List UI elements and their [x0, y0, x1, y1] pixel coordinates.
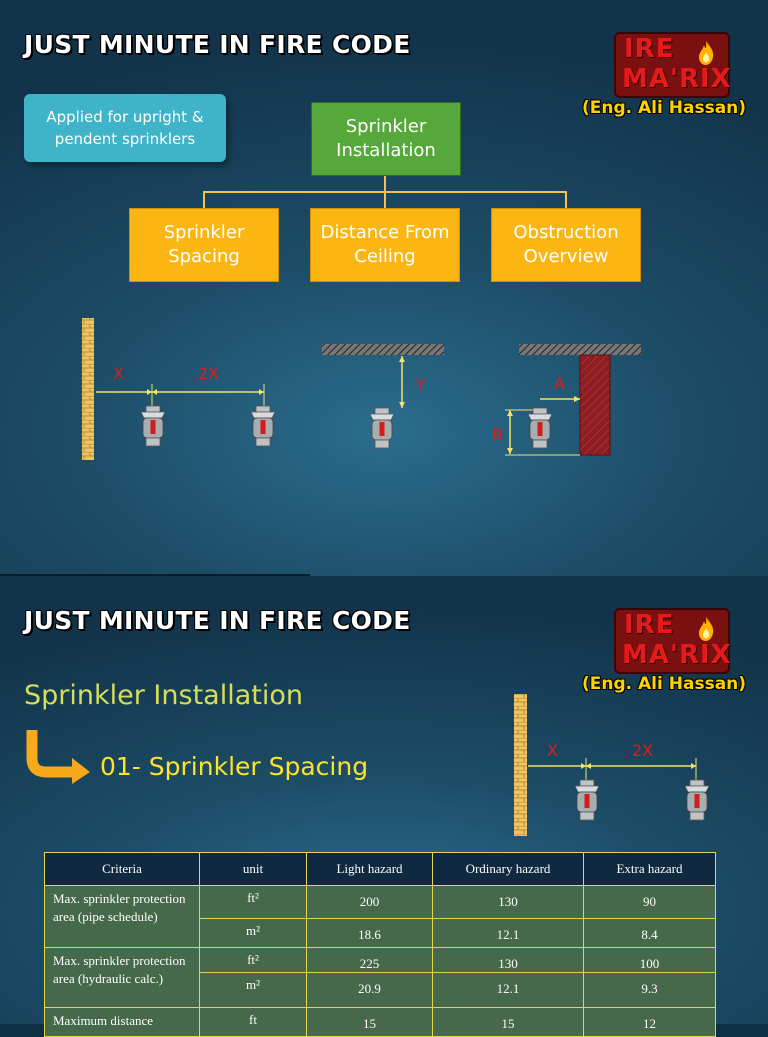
sprinkler-head-icon: [684, 779, 710, 821]
slide-title: Just Minute in Fire Code: [24, 606, 411, 635]
value-cell: 15: [306, 1007, 433, 1037]
dim-x-label: X: [113, 364, 124, 383]
note-text: Applied for upright & pendent sprinklers: [46, 108, 204, 148]
header-cell: unit: [199, 852, 307, 886]
ceiling-icon: [322, 344, 444, 355]
tree-connector-right: [565, 191, 567, 209]
value-cell: 15: [432, 1007, 584, 1037]
sprinkler-head-icon: [369, 407, 395, 449]
wall-icon: [514, 694, 527, 836]
installation-diagrams: X 2X Y A B: [82, 318, 641, 460]
criteria-cell: Max. sprinkler protection area (hydrauli…: [44, 947, 200, 1008]
curved-arrow-icon: [26, 730, 90, 784]
obstruction-overview-box: Obstruction Overview: [491, 208, 641, 282]
sprinkler-head-icon: [574, 779, 600, 821]
dim-2x-label: 2X: [632, 741, 653, 760]
tree-connector-vertical: [384, 174, 386, 192]
unit-cell: ft: [199, 1007, 307, 1037]
sprinkler-head-icon: [250, 405, 276, 447]
value-cell: 12.1: [432, 972, 584, 1008]
child-box-label: Sprinkler Spacing: [163, 222, 245, 267]
logo-line-1: IRE: [624, 34, 675, 64]
slide-1: Just Minute in Fire Code IRE MA'RIX (Eng…: [0, 0, 768, 576]
header-cell: Criteria: [44, 852, 200, 886]
value-cell: 12.1: [432, 918, 584, 948]
slide-separator: [0, 574, 310, 577]
author-name: (Eng. Ali Hassan): [582, 98, 747, 118]
subsection-heading: 01- Sprinkler Spacing: [100, 752, 369, 781]
flame-icon: [699, 41, 714, 65]
value-cell: 8.4: [583, 918, 716, 948]
value-cell: 100: [583, 947, 716, 973]
root-box-label: Sprinkler Installation: [336, 116, 436, 161]
logo-line-2: MA'RIX: [622, 64, 732, 94]
wall-icon: [82, 318, 94, 460]
value-cell: 225: [306, 947, 433, 973]
spacing-criteria-table: Criteria unit Light hazard Ordinary haza…: [44, 852, 716, 1037]
table-row: m² 18.6 12.1 8.4: [45, 918, 716, 948]
distance-from-ceiling-box: Distance From Ceiling: [310, 208, 460, 282]
section-heading: Sprinkler Installation: [24, 680, 303, 711]
table-row: m² 20.9 12.1 9.3: [45, 972, 716, 1008]
fire-matrix-logo: IRE MA'RIX: [614, 608, 732, 674]
value-cell: 90: [583, 885, 716, 919]
table-row: Maximum distance ft 15 15 12: [44, 1007, 716, 1037]
child-box-label: Obstruction Overview: [513, 222, 619, 267]
tree-connector-mid: [384, 191, 386, 209]
header-cell: Extra hazard: [583, 852, 716, 886]
unit-cell: ft²: [199, 947, 307, 973]
dim-x-label: X: [547, 741, 558, 760]
flame-icon: [699, 617, 714, 641]
obstruction-beam-icon: [579, 354, 611, 456]
table-row: Max. sprinkler protection area (pipe sch…: [44, 885, 716, 948]
dim-b-label: B: [492, 425, 503, 444]
logo-line-2: MA'RIX: [622, 640, 732, 670]
sprinkler-head-icon: [527, 407, 553, 449]
note-callout: Applied for upright & pendent sprinklers: [24, 94, 226, 162]
spacing-diagram: X 2X: [514, 694, 710, 836]
author-name: (Eng. Ali Hassan): [582, 674, 747, 694]
value-cell: 12: [583, 1007, 716, 1037]
value-cell: 18.6: [306, 918, 433, 948]
slide-title: Just Minute in Fire Code: [24, 30, 411, 59]
dim-a-label: A: [554, 374, 565, 393]
header-cell: Ordinary hazard: [432, 852, 584, 886]
header-cell: Light hazard: [306, 852, 433, 886]
sprinkler-head-icon: [140, 405, 166, 447]
unit-cell: m²: [199, 918, 307, 948]
criteria-cell: Maximum distance: [44, 1007, 200, 1037]
logo-line-1: IRE: [624, 610, 675, 640]
sprinkler-installation-box: Sprinkler Installation: [311, 102, 461, 176]
dim-2x-label: 2X: [198, 364, 219, 383]
tree-connector-left: [203, 191, 205, 209]
table-header-row: Criteria unit Light hazard Ordinary haza…: [44, 852, 716, 886]
value-cell: 130: [432, 885, 584, 919]
value-cell: 9.3: [583, 972, 716, 1008]
unit-cell: ft²: [199, 885, 307, 919]
criteria-cell: Max. sprinkler protection area (pipe sch…: [44, 885, 200, 948]
unit-cell: m²: [199, 972, 307, 1008]
dim-y-label: Y: [415, 375, 426, 394]
table-row: Max. sprinkler protection area (hydrauli…: [44, 947, 716, 1008]
child-box-label: Distance From Ceiling: [320, 222, 450, 267]
value-cell: 20.9: [306, 972, 433, 1008]
ceiling-icon: [519, 344, 641, 355]
value-cell: 130: [432, 947, 584, 973]
value-cell: 200: [306, 885, 433, 919]
fire-matrix-logo: IRE MA'RIX: [614, 32, 732, 98]
sprinkler-spacing-box: Sprinkler Spacing: [129, 208, 279, 282]
